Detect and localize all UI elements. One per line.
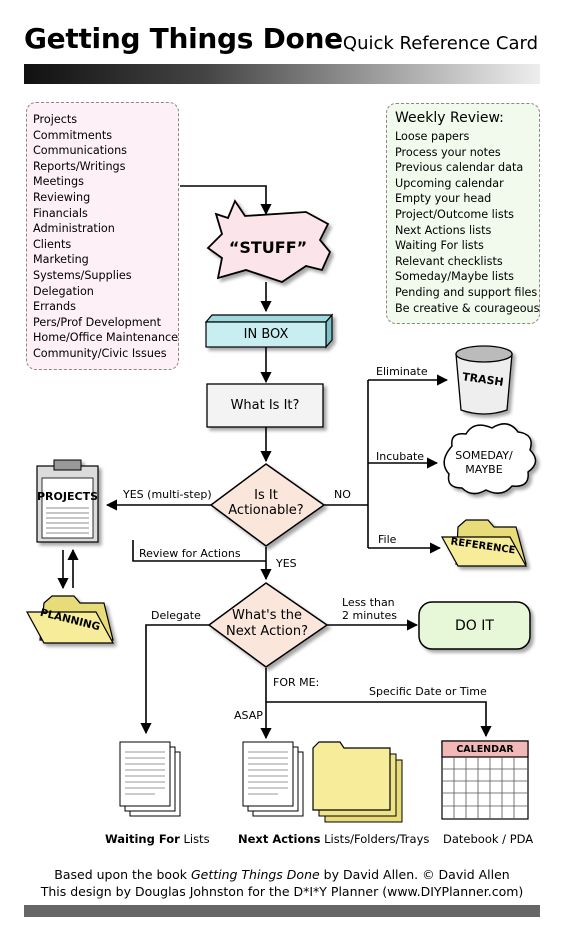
next-actions-caption-bold: Next Actions (238, 832, 321, 846)
do-it-box (418, 601, 531, 650)
page-title: Getting Things Done (24, 22, 343, 55)
asap-label: ASAP (234, 709, 263, 722)
list-item: Reports/Writings (33, 159, 126, 173)
file-label: File (378, 533, 397, 546)
list-item: Administration (33, 222, 115, 236)
connector-lines (57, 185, 492, 740)
footer-line-1: Based upon the book Getting Things Done … (0, 867, 564, 882)
list-item: Relevant checklists (395, 254, 503, 268)
weekly-review-box (386, 103, 540, 324)
actionable-label-line2: Actionable? (228, 502, 304, 518)
list-item: Loose papers (395, 130, 470, 143)
incubate-label: Incubate (376, 450, 425, 463)
list-item: Marketing (33, 253, 89, 267)
footer-bar (24, 905, 540, 917)
no-label: NO (334, 488, 351, 501)
footer-line-2: This design by Douglas Johnston for the … (40, 884, 524, 899)
list-item: Reviewing (33, 190, 91, 204)
what-is-it-box (206, 383, 324, 428)
list-item: Empty your head (395, 192, 492, 206)
calendar-icon (441, 740, 529, 820)
list-item: Errands (33, 300, 76, 314)
list-item: Clients (33, 237, 72, 251)
waiting-for-caption-rest: Lists (179, 832, 210, 846)
eliminate-label: Eliminate (376, 365, 428, 378)
yes-multi-step-label: YES (multi-step) (123, 488, 212, 501)
next-actions-caption-rest: Lists/Folders/Trays (320, 832, 430, 846)
list-item: Be creative & courageous (395, 301, 540, 315)
projects-clipboard-icon (36, 459, 99, 543)
waiting-for-caption-bold: Waiting For (105, 832, 180, 846)
next-action-decision (207, 582, 329, 668)
list-item: Delegation (33, 284, 94, 298)
list-item: Projects (33, 113, 78, 126)
review-for-actions-label: Review for Actions (139, 547, 241, 560)
delegate-label: Delegate (151, 609, 201, 622)
list-item: Upcoming calendar (395, 176, 504, 190)
list-item: Waiting For lists (395, 239, 484, 253)
inbox-label: IN BOX (243, 327, 289, 342)
inputs-list: Projects Commitments Communications Repo… (33, 112, 178, 362)
someday-label-line2: MAYBE (465, 463, 503, 476)
actionable-label-line1: Is It (254, 487, 278, 503)
for-me-label: FOR ME: (273, 676, 320, 689)
next-actions-docs-icon (242, 741, 304, 817)
less-than-label: Less than (342, 596, 395, 609)
footer-text-a: Based upon the book (54, 867, 191, 882)
someday-label-line1: SOMEDAY/ (455, 449, 513, 462)
page-subtitle: Quick Reference Card (342, 33, 538, 54)
do-it-label: DO IT (455, 617, 494, 634)
trash-icon (455, 345, 513, 415)
two-minutes-label: 2 minutes (342, 609, 398, 622)
footer-book-title: Getting Things Done (190, 867, 320, 882)
list-item: Financials (33, 206, 88, 220)
list-item: Someday/Maybe lists (395, 270, 515, 284)
inbox-icon (204, 313, 334, 349)
calendar-label: CALENDAR (456, 743, 514, 755)
weekly-review-list: Loose papers Process your notes Previous… (395, 129, 539, 316)
list-item: Previous calendar data (395, 161, 524, 175)
list-item: Home/Office Maintenance (33, 331, 179, 345)
list-item: Communications (33, 144, 128, 158)
arrow-to-calendar (266, 701, 492, 738)
next-actions-caption: Next Actions Lists/Folders/Trays (238, 832, 429, 846)
yes-label: YES (276, 557, 297, 570)
list-item: Meetings (33, 175, 84, 189)
arrow-inputs-to-stuff (180, 185, 272, 216)
projects-label: PROJECTS (37, 489, 98, 503)
stuff-label: “STUFF” (228, 237, 308, 257)
list-item: Process your notes (395, 145, 501, 159)
stuff-shape (206, 199, 332, 283)
someday-cloud (443, 423, 537, 495)
next-actions-folders-icon (312, 741, 403, 823)
list-item: Pers/Prof Development (33, 315, 161, 329)
inputs-box (26, 102, 179, 370)
next-action-label-line1: What's the (232, 607, 302, 623)
next-action-label-line2: Next Action? (225, 623, 309, 639)
list-item: Community/Civic Issues (33, 346, 167, 360)
reference-folder-icon (440, 519, 528, 567)
arrow-to-waiting (140, 624, 209, 735)
list-item: Next Actions lists (395, 223, 492, 237)
footer-text-c: by David Allen. © David Allen (319, 867, 510, 882)
list-item: Systems/Supplies (33, 268, 132, 282)
waiting-for-docs-icon (119, 741, 181, 817)
what-is-it-label: What Is It? (230, 398, 300, 413)
planning-folder-icon (25, 595, 115, 644)
actionable-decision (209, 463, 326, 547)
header-gradient-bar (24, 64, 540, 84)
waiting-for-caption: Waiting For Lists (105, 832, 210, 846)
line-review-for-actions (132, 540, 266, 562)
list-item: Pending and support files (395, 285, 538, 299)
list-item: Commitments (33, 128, 113, 142)
list-item: Project/Outcome lists (395, 207, 514, 221)
weekly-review-title: Weekly Review: (395, 110, 504, 126)
datebook-caption: Datebook / PDA (443, 832, 534, 846)
specific-date-label: Specific Date or Time (369, 685, 487, 698)
